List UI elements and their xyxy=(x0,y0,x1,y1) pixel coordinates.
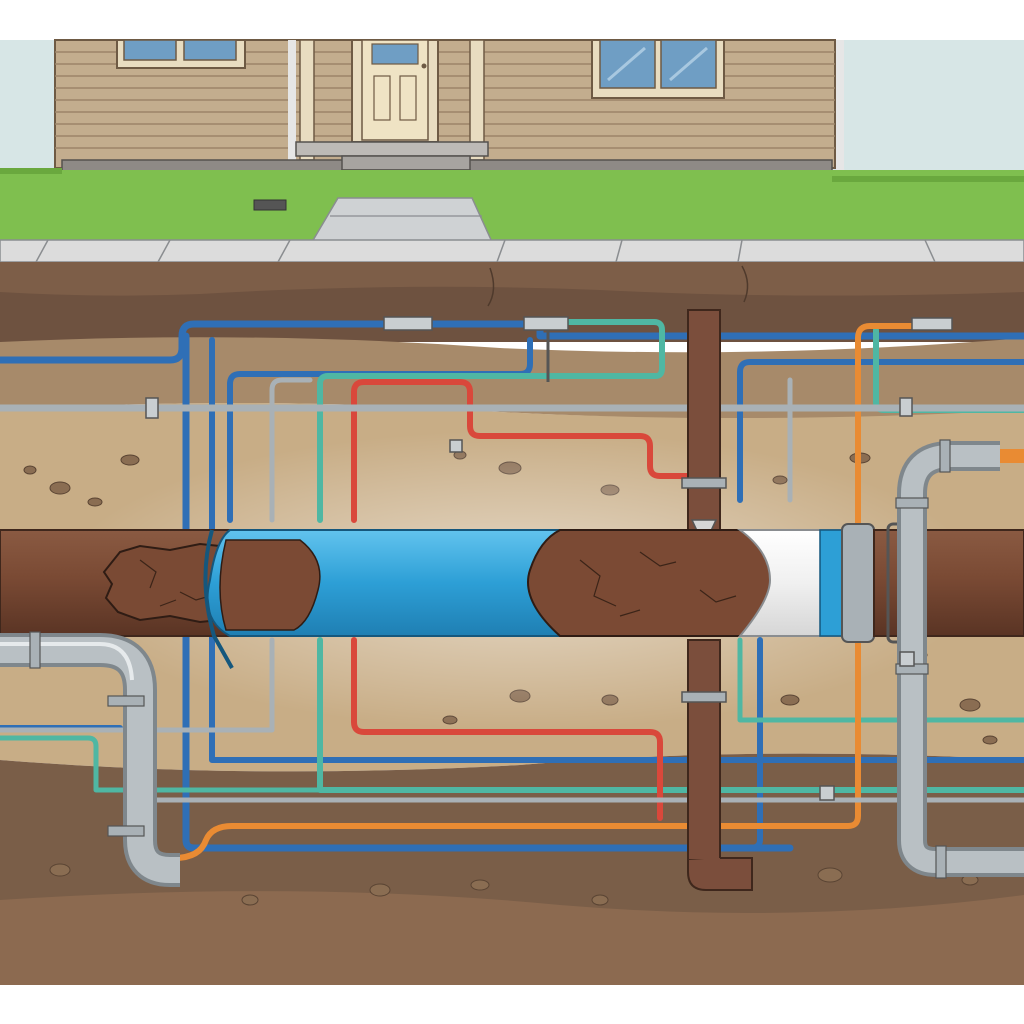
clamp-2 xyxy=(523,316,569,331)
clamp-5 xyxy=(899,397,913,417)
teal-line-4 xyxy=(737,637,1024,723)
orange-line xyxy=(171,323,921,861)
original-pipe-right xyxy=(873,529,1024,637)
corroded-section-ahead xyxy=(527,529,781,637)
water-line-riser-2 xyxy=(209,337,1024,763)
old-pipe-interior-left xyxy=(219,539,321,631)
window-right xyxy=(591,39,725,99)
front-door xyxy=(351,39,439,143)
pipe-coupling xyxy=(841,523,875,643)
porch-slab xyxy=(295,141,489,157)
stack-collar-upper xyxy=(681,477,727,489)
clamp-3 xyxy=(911,317,953,331)
step-1 xyxy=(341,155,471,171)
teal-line-5 xyxy=(0,735,323,793)
clamp-1 xyxy=(383,316,433,331)
clamp-6 xyxy=(819,785,835,801)
water-line-right-drop xyxy=(747,637,763,851)
stack-collar-lower xyxy=(681,691,727,703)
water-line-right xyxy=(737,359,1024,503)
water-line-upper xyxy=(0,320,1024,364)
gray-drain-pipes xyxy=(0,439,1024,887)
red-line xyxy=(351,379,693,523)
house xyxy=(54,39,854,199)
clamp-7 xyxy=(899,651,915,667)
water-line-riser-left xyxy=(182,332,794,852)
utility-lines xyxy=(0,319,1024,861)
teal-line-1 xyxy=(317,319,665,523)
bedrock-soil-layer xyxy=(0,891,1024,985)
pipe-clamps xyxy=(145,316,953,801)
lawn xyxy=(0,168,1024,243)
clamp-4 xyxy=(145,397,159,419)
clamp-8 xyxy=(449,439,463,453)
sidewalk xyxy=(0,239,1024,263)
gray-line-lower-a xyxy=(0,637,275,733)
red-line-lower xyxy=(351,637,663,821)
front-walkway xyxy=(310,197,494,243)
white-liner-sleeve xyxy=(736,529,841,637)
cast-iron-stack xyxy=(681,309,753,891)
blue-band xyxy=(819,529,843,637)
gray-line-drop xyxy=(269,377,313,523)
window-left xyxy=(116,39,246,69)
drain-grate xyxy=(253,199,287,211)
